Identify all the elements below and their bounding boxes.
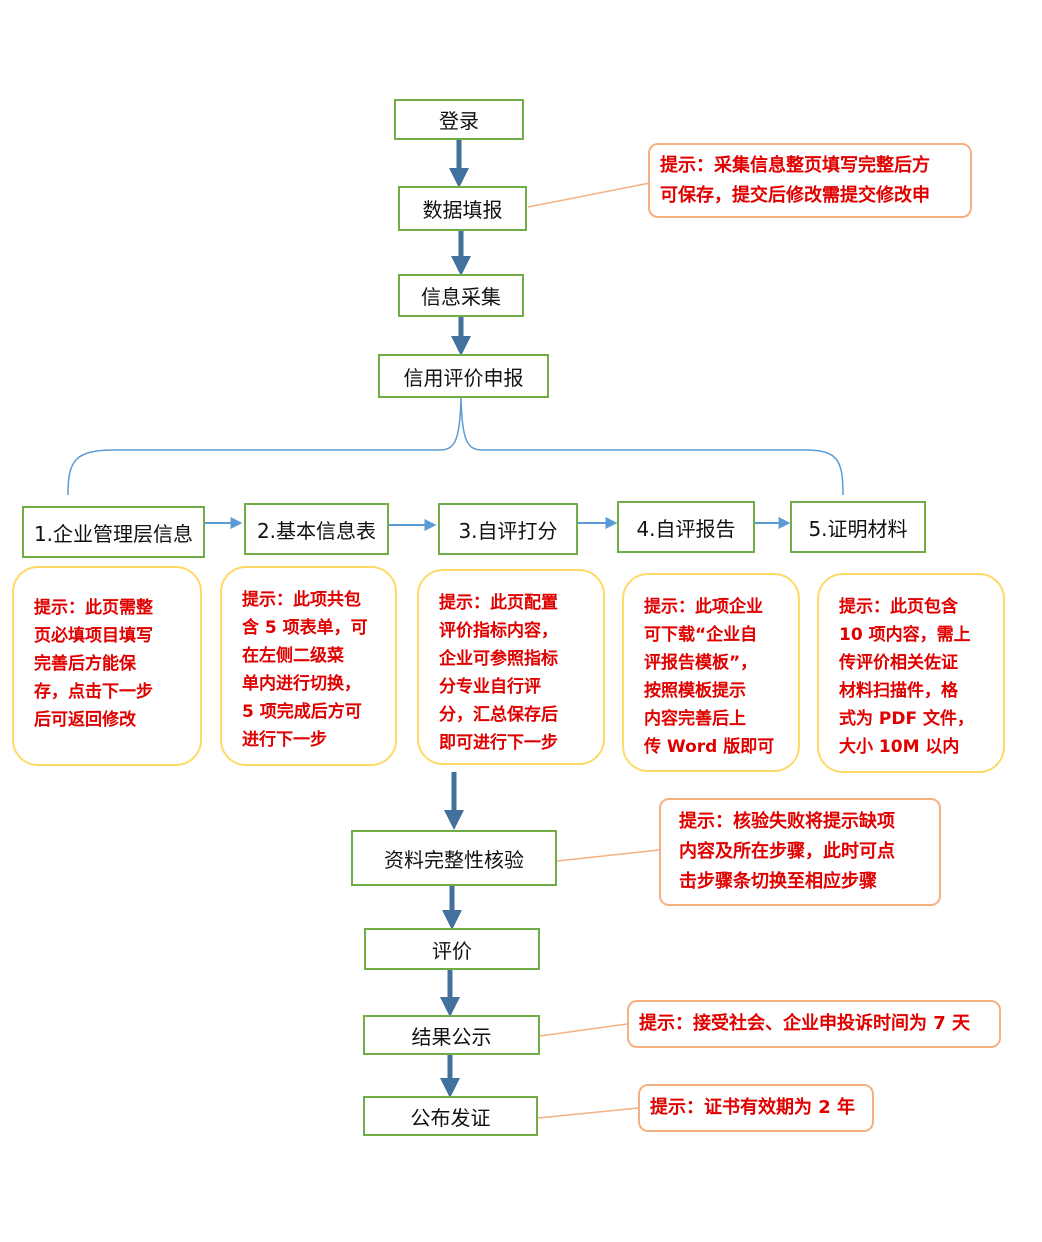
step-tip-5-line: 材料扫描件，格 [839,681,958,701]
step-label-1: 1.企业管理层信息 [33,521,194,546]
step-tip-5-line: 式为 PDF 文件， [839,709,975,729]
result-tip: 提示：接受社会、企业申投诉时间为 7 天 [627,1000,1001,1048]
step-tip-2-line: 在左侧二级菜 [242,646,344,666]
step-tip-2-line: 含 5 项表单，可 [242,618,368,638]
step-node-5: 5.证明材料 [790,501,926,553]
step-tip-2-line: 提示：此项共包 [242,590,361,610]
brace-connector [67,397,844,496]
info-collect-label: 信息采集 [421,285,501,309]
step-tip-1: 提示：此页需整 页必填项目填写 完善后方能保 存，点击下一步 后可返回修改 [12,566,202,766]
result-publicity-node: 结果公示 [363,1015,540,1055]
step-tip-4-line: 按照模板提示 [644,681,746,701]
step-label-5: 5.证明材料 [808,516,908,541]
step-tip-2-line: 单内进行切换， [242,674,361,694]
check-tip-line: 击步骤条切换至相应步骤 [679,871,877,892]
check-tip: 提示：核验失败将提示缺项 内容及所在步骤，此时可点 击步骤条切换至相应步骤 [659,798,941,906]
data-report-node: 数据填报 [398,186,527,231]
step-node-4: 4.自评报告 [617,501,755,553]
login-node: 登录 [394,99,524,140]
data-report-label: 数据填报 [422,198,503,222]
certificate-tip: 提示：证书有效期为 2 年 [638,1084,874,1132]
report-tip-line: 提示：采集信息整页填写完整后方 [660,154,930,176]
certificate-tip-line: 提示：证书有效期为 2 年 [650,1097,856,1118]
info-collect-node: 信息采集 [398,274,524,317]
step-tip-4-line: 评报告模板”， [644,653,758,673]
integrity-check-label: 资料完整性核验 [384,847,524,872]
step-tip-3-line: 即可进行下一步 [439,733,558,753]
step-node-2: 2.基本信息表 [244,503,389,555]
step-tip-2-line: 5 项完成后方可 [242,702,362,722]
step-node-3: 3.自评打分 [438,503,578,555]
evaluate-label: 评价 [432,938,472,963]
report-tip-line: 可保存，提交后修改需提交修改申 [660,184,930,206]
step-tip-1-line: 存，点击下一步 [34,682,153,702]
step-tip-3-line: 分专业自行评 [439,677,541,697]
step-tip-5-line: 大小 10M 以内 [839,737,960,757]
step-tip-2: 提示：此项共包 含 5 项表单，可 在左侧二级菜 单内进行切换， 5 项完成后方… [220,566,397,766]
certificate-label: 公布发证 [410,1105,491,1130]
step-tip-3-line: 提示：此页配置 [439,593,558,613]
leader-cert-tip [537,1107,639,1119]
step-tip-1-line: 完善后方能保 [34,654,136,674]
step-tip-5-line: 10 项内容，需上 [839,625,971,645]
step-tip-4-line: 内容完善后上 [644,709,746,729]
credit-apply-label: 信用评价申报 [403,365,524,390]
leader-check-tip [556,849,660,862]
result-publicity-label: 结果公示 [411,1024,492,1049]
step-tip-1-line: 提示：此页需整 [34,598,153,618]
step-tip-4-line: 提示：此项企业 [644,597,763,617]
step-tip-5-line: 提示：此页包含 [839,597,958,617]
check-tip-line: 提示：核验失败将提示缺项 [679,811,895,832]
evaluate-node: 评价 [364,928,540,970]
check-tip-line: 内容及所在步骤，此时可点 [679,841,895,862]
login-label: 登录 [439,109,479,133]
step-tip-1-line: 后可返回修改 [34,710,136,730]
step-tip-3-line: 企业可参照指标 [439,649,558,669]
step-tip-5-line: 传评价相关佐证 [839,653,958,673]
step-label-4: 4.自评报告 [636,516,736,541]
step-tip-4-line: 传 Word 版即可 [644,737,775,757]
report-tip: 提示：采集信息整页填写完整后方 可保存，提交后修改需提交修改申 [648,143,972,218]
step-label-3: 3.自评打分 [458,518,558,543]
step-tip-4: 提示：此项企业 可下载“企业自 评报告模板”， 按照模板提示 内容完善后上 传 … [622,573,800,772]
step-tip-2-line: 进行下一步 [242,730,327,750]
step-tip-1-line: 页必填项目填写 [34,626,153,646]
leader-report-tip [527,182,651,208]
step-tip-3-line: 评价指标内容， [439,621,558,641]
result-tip-line: 提示：接受社会、企业申投诉时间为 7 天 [639,1013,971,1034]
step-tip-4-line: 可下载“企业自 [644,625,758,645]
certificate-node: 公布发证 [363,1096,538,1136]
step-label-2: 2.基本信息表 [256,518,377,543]
step-node-1: 1.企业管理层信息 [22,506,205,558]
step-tip-3-line: 分，汇总保存后 [439,705,558,725]
leader-result-tip [539,1023,628,1037]
step-tip-5: 提示：此页包含 10 项内容，需上 传评价相关佐证 材料扫描件，格 式为 PDF… [817,573,1005,773]
credit-apply-node: 信用评价申报 [378,354,549,398]
step-tip-3: 提示：此页配置 评价指标内容， 企业可参照指标 分专业自行评 分，汇总保存后 即… [417,569,605,765]
integrity-check-node: 资料完整性核验 [351,830,557,886]
